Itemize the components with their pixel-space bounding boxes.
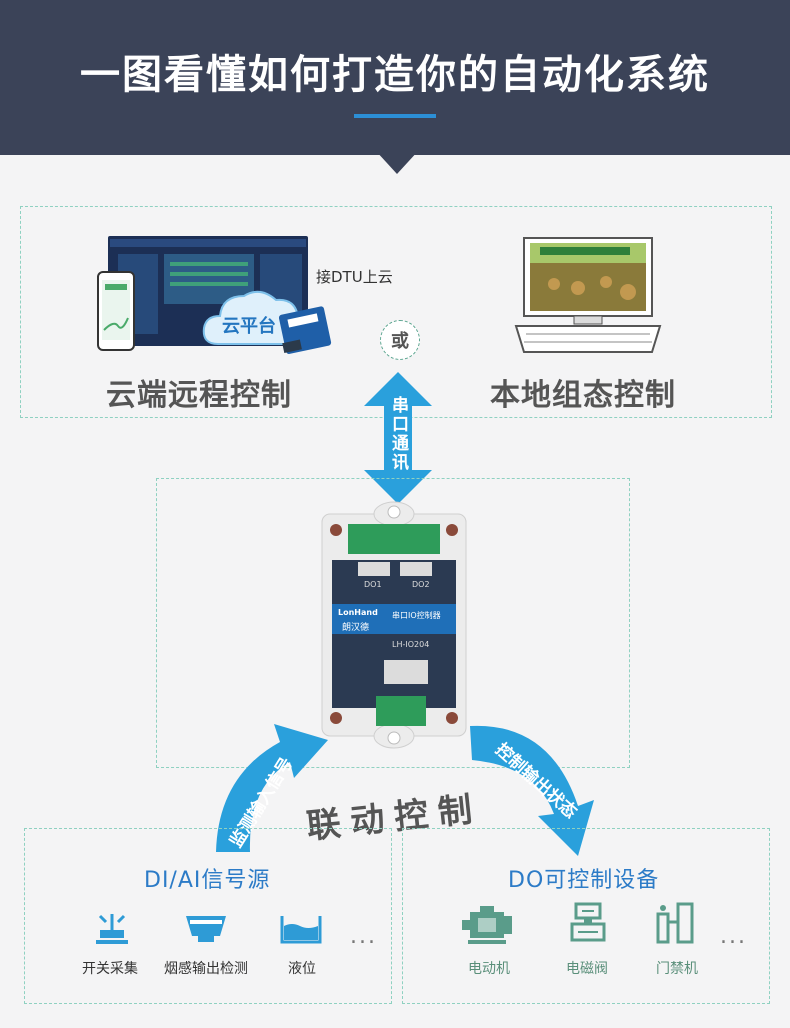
output-item-label: 门禁机 [656, 961, 698, 977]
dtu-device-icon [278, 306, 332, 354]
access-gate-icon [656, 902, 694, 944]
outputs-more: ... [720, 924, 747, 949]
switch-icon [96, 914, 128, 944]
output-arc-arrow [470, 725, 594, 856]
input-item-label: 开关采集 [82, 961, 138, 977]
device-do2-label: DO2 [412, 580, 430, 589]
header-banner [0, 0, 790, 155]
or-badge: 或 [380, 320, 420, 360]
input-item-label: 液位 [288, 961, 316, 977]
device-brand-cn: 朗汉德 [342, 623, 370, 633]
inputs-title: DI/AI信号源 [144, 868, 271, 893]
header-notch [375, 150, 419, 174]
input-arc-arrow [216, 724, 328, 852]
motor-icon [462, 906, 512, 944]
outputs-panel [402, 828, 770, 1004]
serial-double-arrow [364, 372, 432, 504]
solenoid-valve-icon [570, 902, 606, 942]
device-do1-label: DO1 [364, 580, 382, 589]
device-panel [156, 478, 630, 768]
page-title: 一图看懂如何打造你的自动化系统 [80, 52, 710, 98]
inputs-more: ... [350, 924, 377, 949]
scada-monitor-icon [514, 237, 662, 353]
local-caption: 本地组态控制 [490, 378, 676, 413]
device-model: LH-IO204 [392, 640, 430, 649]
device-product-name: 串口IO控制器 [392, 611, 441, 620]
cloud-platform-label: 云平台 [222, 316, 276, 337]
inputs-panel [24, 828, 392, 1004]
outputs-title: DO可控制设备 [508, 868, 660, 893]
title-underline [354, 114, 436, 118]
serial-label: 串口通讯 [388, 396, 408, 472]
dtu-label: 接DTU上云 [316, 268, 393, 286]
smoke-detector-icon [186, 916, 226, 942]
device-brand: LonHand [338, 608, 378, 617]
io-controller-device [321, 501, 467, 749]
input-item-label: 烟感输出检测 [164, 961, 248, 977]
cloud-caption: 云端远程控制 [106, 378, 292, 413]
liquid-level-icon [280, 916, 322, 944]
output-item-label: 电动机 [468, 961, 510, 977]
output-item-label: 电磁阀 [566, 961, 608, 977]
